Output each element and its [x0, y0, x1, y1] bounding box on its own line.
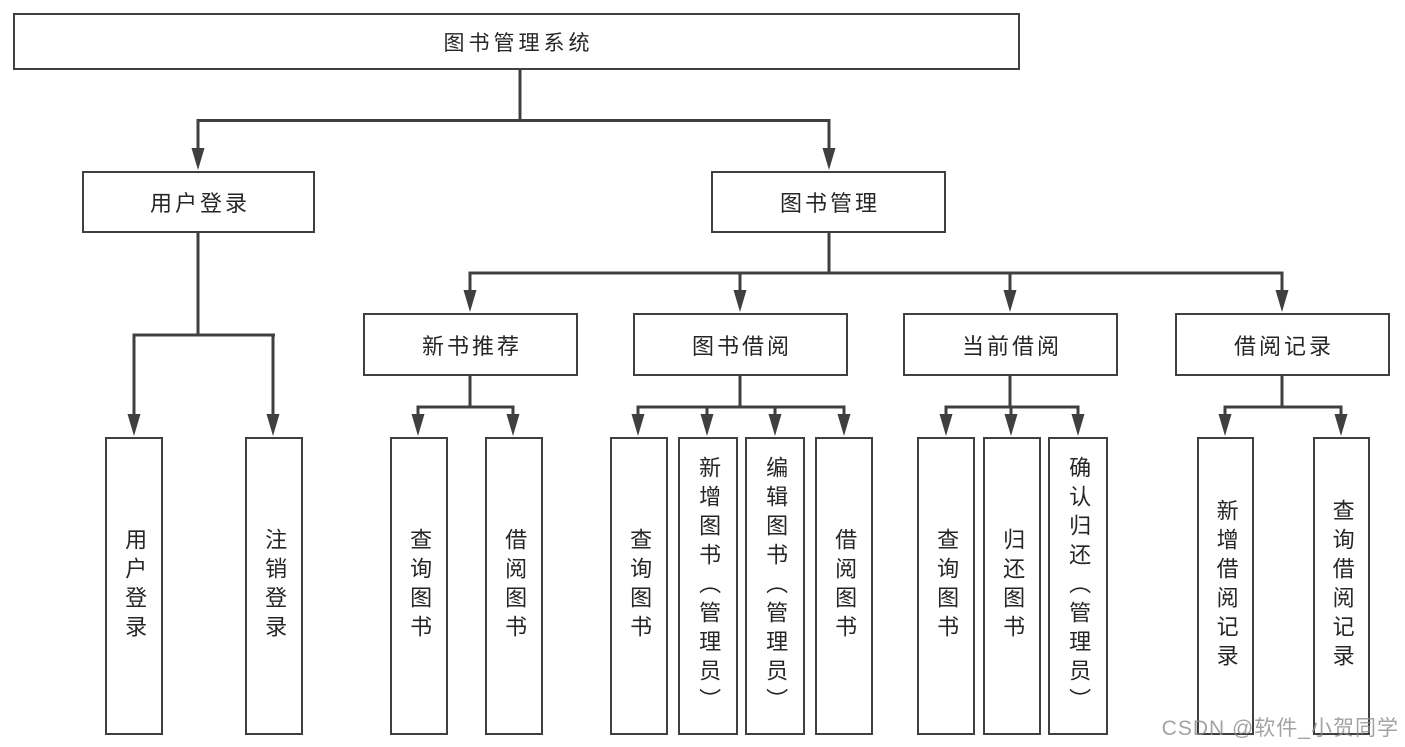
leaf-bb-query-books: 查询图书	[610, 437, 668, 735]
node-borrowing-records: 借阅记录	[1175, 313, 1390, 376]
leaf-cb-confirm-return-admin: 确认归还（管理员）	[1048, 437, 1108, 735]
node-label: 查询图书	[407, 528, 433, 644]
node-label: 归还图书	[1000, 528, 1026, 644]
leaf-bb-borrow-books: 借阅图书	[815, 437, 873, 735]
leaf-br-add-record: 新增借阅记录	[1197, 437, 1254, 735]
leaf-br-query-record: 查询借阅记录	[1313, 437, 1370, 735]
node-book-management-branch: 图书管理	[711, 171, 946, 233]
node-label: 图书管理	[779, 191, 880, 216]
node-label: 查询借阅记录	[1329, 499, 1355, 673]
node-label: 注销登录	[262, 528, 288, 644]
leaf-nb-query-books: 查询图书	[390, 437, 448, 735]
node-label: 图书借阅	[691, 333, 792, 359]
node-label: 用户登录	[122, 528, 148, 644]
node-label: 借阅图书	[502, 528, 528, 644]
leaf-bb-edit-books-admin: 编辑图书（管理员）	[745, 437, 805, 735]
node-book-borrowing: 图书借阅	[633, 313, 848, 376]
node-label: 当前借阅	[961, 333, 1062, 359]
csdn-watermark: CSDN @软件_小贺同学	[1161, 717, 1399, 740]
node-label: 新增图书（管理员）	[696, 455, 722, 717]
node-label: 用户登录	[149, 191, 250, 216]
node-label: 图书管理系统	[443, 31, 594, 55]
node-root-library-system: 图书管理系统	[13, 13, 1020, 70]
leaf-nb-borrow-books: 借阅图书	[485, 437, 543, 735]
node-label: 查询图书	[934, 528, 960, 644]
leaf-bb-add-books-admin: 新增图书（管理员）	[678, 437, 738, 735]
node-user-login-branch: 用户登录	[82, 171, 315, 233]
node-new-book-recommend: 新书推荐	[363, 313, 578, 376]
node-label: 查询图书	[627, 528, 653, 644]
node-label: 借阅记录	[1233, 333, 1334, 359]
leaf-logout: 注销登录	[245, 437, 303, 735]
node-label: 确认归还（管理员）	[1066, 455, 1092, 717]
node-label: 借阅图书	[832, 528, 858, 644]
node-label: 编辑图书（管理员）	[763, 455, 789, 717]
node-label: 新增借阅记录	[1213, 499, 1239, 673]
leaf-cb-query-books: 查询图书	[917, 437, 975, 735]
leaf-user-login: 用户登录	[105, 437, 163, 735]
node-label: 新书推荐	[421, 333, 522, 359]
leaf-cb-return-books: 归还图书	[983, 437, 1041, 735]
node-current-borrowing: 当前借阅	[903, 313, 1118, 376]
